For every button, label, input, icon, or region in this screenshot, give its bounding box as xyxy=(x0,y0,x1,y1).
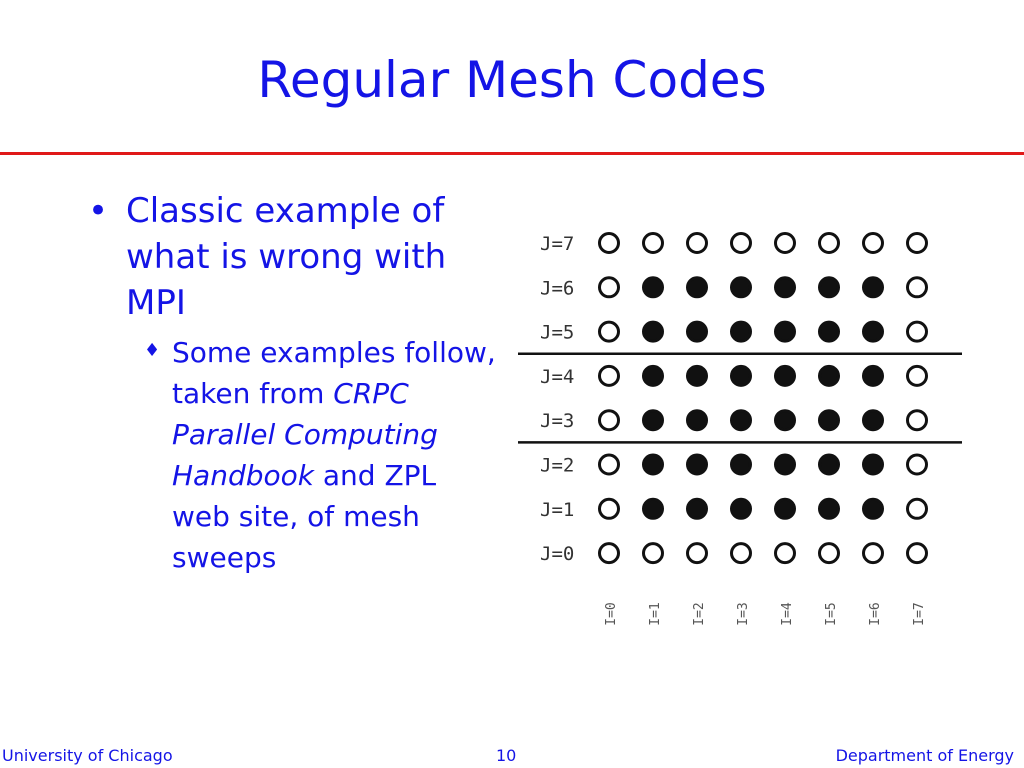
footer-page-number: 10 xyxy=(496,746,517,765)
mesh-boundary-point xyxy=(774,232,796,254)
mesh-boundary-point xyxy=(598,542,620,565)
bullet-text: Classic example of what is wrong with MP… xyxy=(126,191,447,323)
mesh-boundary-point xyxy=(598,453,620,476)
mesh-interior-point xyxy=(862,276,884,299)
sub-bullet-book-title: CRPC Parallel Computing Handbook xyxy=(172,377,438,492)
mesh-boundary-point xyxy=(642,232,664,254)
mesh-interior-point xyxy=(862,497,884,520)
mesh-interior-point xyxy=(774,276,796,299)
mesh-boundary-point xyxy=(818,542,840,565)
mesh-column-label: I=5 xyxy=(824,602,839,625)
mesh-row-label: J=3 xyxy=(540,410,574,432)
mesh-column-label: I=2 xyxy=(692,602,707,625)
mesh-boundary-point xyxy=(862,542,884,565)
sub-bullet-text-2: and ZPL web site, of mesh sweeps xyxy=(172,459,437,574)
mesh-interior-point xyxy=(862,364,884,387)
mesh-column-label: I=7 xyxy=(912,602,927,625)
mesh-interior-point xyxy=(686,497,708,520)
mesh-interior-point xyxy=(686,276,708,299)
mesh-boundary-point xyxy=(598,497,620,520)
mesh-interior-point xyxy=(774,497,796,520)
mesh-interior-point xyxy=(730,409,752,432)
mesh-interior-point xyxy=(686,320,708,343)
mesh-boundary-point xyxy=(598,409,620,432)
mesh-interior-point xyxy=(774,453,796,476)
bullet-list: • Classic example of what is wrong with … xyxy=(88,188,508,578)
mesh-column-label: I=6 xyxy=(868,602,883,625)
mesh-interior-point xyxy=(642,497,664,520)
mesh-interior-point xyxy=(730,497,752,520)
mesh-boundary-point xyxy=(906,409,928,432)
mesh-boundary-point xyxy=(598,320,620,343)
sub-bullet-text-1: Some examples follow, taken from xyxy=(172,336,496,410)
mesh-interior-point xyxy=(818,320,840,343)
mesh-row-label: J=0 xyxy=(540,543,574,565)
mesh-boundary-point xyxy=(906,453,928,476)
diamond-bullet-icon: ♦ xyxy=(144,340,161,361)
bullet-dot-icon: • xyxy=(88,191,109,231)
mesh-interior-point xyxy=(818,453,840,476)
mesh-boundary-point xyxy=(730,542,752,565)
mesh-interior-point xyxy=(642,364,664,387)
mesh-column-label: I=3 xyxy=(736,602,751,625)
mesh-row-label: J=2 xyxy=(540,455,574,477)
mesh-interior-point xyxy=(862,409,884,432)
mesh-boundary-point xyxy=(774,542,796,565)
mesh-row-label: J=6 xyxy=(540,277,574,299)
mesh-interior-point xyxy=(730,276,752,299)
mesh-interior-point xyxy=(818,276,840,299)
mesh-column-label: I=1 xyxy=(648,602,663,625)
footer-institution: University of Chicago xyxy=(2,746,173,765)
mesh-interior-point xyxy=(818,364,840,387)
mesh-boundary-point xyxy=(862,232,884,254)
mesh-interior-point xyxy=(730,364,752,387)
mesh-boundary-point xyxy=(598,364,620,387)
mesh-interior-point xyxy=(686,409,708,432)
mesh-interior-point xyxy=(642,453,664,476)
sub-bullet-item: ♦ Some examples follow, taken from CRPC … xyxy=(88,332,502,578)
mesh-boundary-point xyxy=(906,320,928,343)
mesh-interior-point xyxy=(642,276,664,299)
mesh-interior-point xyxy=(862,453,884,476)
mesh-column-label: I=4 xyxy=(780,602,795,626)
mesh-interior-point xyxy=(774,364,796,387)
mesh-interior-point xyxy=(774,320,796,343)
bullet-item: • Classic example of what is wrong with … xyxy=(88,188,508,326)
mesh-interior-point xyxy=(686,364,708,387)
mesh-interior-point xyxy=(818,409,840,432)
mesh-boundary-point xyxy=(906,276,928,299)
mesh-interior-point xyxy=(774,409,796,432)
mesh-row-label: J=7 xyxy=(540,233,574,255)
mesh-row-label: J=1 xyxy=(540,499,574,521)
mesh-interior-point xyxy=(642,409,664,432)
mesh-boundary-point xyxy=(906,542,928,565)
mesh-interior-point xyxy=(730,453,752,476)
title-divider xyxy=(0,152,1024,155)
mesh-boundary-point xyxy=(730,232,752,254)
mesh-boundary-point xyxy=(906,497,928,520)
mesh-interior-point xyxy=(862,320,884,343)
mesh-boundary-point xyxy=(642,542,664,565)
mesh-boundary-point xyxy=(598,232,620,254)
mesh-interior-point xyxy=(818,497,840,520)
footer-department: Department of Energy xyxy=(835,746,1014,765)
mesh-boundary-point xyxy=(686,542,708,565)
mesh-row-label: J=4 xyxy=(540,366,574,388)
mesh-boundary-point xyxy=(906,364,928,387)
mesh-interior-point xyxy=(686,453,708,476)
mesh-boundary-point xyxy=(906,232,928,254)
slide-title: Regular Mesh Codes xyxy=(257,51,767,109)
mesh-boundary-point xyxy=(818,232,840,254)
mesh-interior-point xyxy=(730,320,752,343)
mesh-column-label: I=0 xyxy=(604,602,619,625)
mesh-interior-point xyxy=(642,320,664,343)
mesh-boundary-point xyxy=(686,232,708,254)
mesh-row-label: J=5 xyxy=(540,322,574,344)
mesh-boundary-point xyxy=(598,276,620,299)
